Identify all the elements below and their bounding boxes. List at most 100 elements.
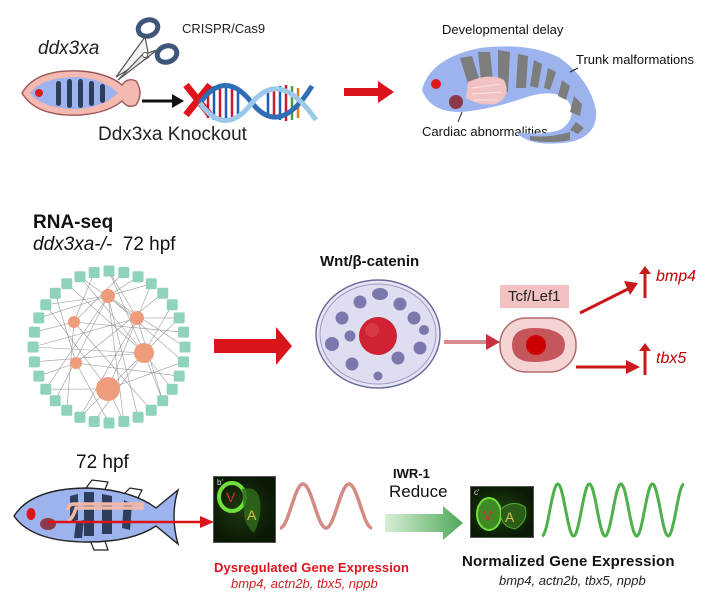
gene-node bbox=[27, 341, 39, 353]
gene-node bbox=[74, 271, 86, 283]
up-arrow-icon bbox=[639, 343, 651, 375]
gene-node bbox=[103, 417, 115, 429]
normalized-genes: bmp4, actn2b, tbx5, nppb bbox=[499, 573, 646, 588]
gene-node bbox=[157, 395, 169, 407]
heart-image-dysregulated: b' V A bbox=[213, 476, 276, 543]
network-edge bbox=[34, 352, 145, 363]
network-edge bbox=[66, 283, 145, 354]
gene-node bbox=[88, 416, 100, 428]
network-edge bbox=[75, 293, 163, 364]
tcf-lef1-label: Tcf/Lef1 bbox=[500, 285, 569, 308]
network-edge bbox=[73, 321, 184, 333]
wave-line bbox=[279, 482, 373, 530]
gene-node bbox=[88, 266, 100, 278]
adult-fish-icon bbox=[13, 479, 180, 551]
timepoint-label: 72 hpf bbox=[76, 452, 129, 473]
timepoint: 72 hpf bbox=[122, 234, 176, 255]
pathway-node bbox=[68, 316, 80, 328]
rnaseq-subtitle: ddx3xa-/- 72 hpf bbox=[33, 234, 176, 256]
heart-fluorescence-icon bbox=[217, 481, 261, 533]
network-edge bbox=[45, 295, 109, 390]
red-arrow-icon bbox=[576, 360, 640, 374]
network-edge bbox=[107, 283, 152, 390]
wnt-pathway-title: Wnt/β-catenin bbox=[320, 253, 420, 270]
network-edge bbox=[54, 295, 109, 401]
gene-node bbox=[49, 395, 61, 407]
target-gene-bmp4: bmp4 bbox=[656, 268, 697, 285]
green-gradient-arrow-icon bbox=[385, 506, 463, 540]
gene-node bbox=[49, 287, 61, 299]
gene-node bbox=[178, 356, 190, 368]
ventricle-label: V bbox=[226, 489, 236, 505]
wave-line bbox=[541, 482, 685, 538]
red-arrow-icon bbox=[48, 516, 214, 528]
gene-node bbox=[132, 271, 144, 283]
dysregulated-title: Dysregulated Gene Expression bbox=[214, 560, 409, 575]
knockout-label: Ddx3xa Knockout bbox=[98, 124, 247, 145]
gene-node bbox=[61, 404, 73, 416]
red-arrow-icon bbox=[214, 327, 292, 365]
panel-tag: c' bbox=[474, 488, 480, 497]
gene-node bbox=[145, 404, 157, 416]
cardiac-abnormalities-label: Cardiac abnormalities bbox=[422, 124, 548, 139]
network-edge bbox=[54, 293, 77, 364]
nucleus-icon bbox=[499, 317, 577, 373]
crispr-label: CRISPR/Cas9 bbox=[182, 21, 266, 36]
red-arrow-icon bbox=[579, 281, 638, 315]
gene-node bbox=[166, 299, 178, 311]
drug-label: IWR-1 bbox=[393, 466, 430, 481]
panel-tag: b' bbox=[217, 478, 223, 487]
network-edge bbox=[45, 304, 109, 390]
atrium-label: A bbox=[505, 509, 515, 525]
normalized-title: Normalized Gene Expression bbox=[462, 553, 675, 570]
gene-node bbox=[61, 278, 73, 290]
network-edge bbox=[38, 295, 109, 319]
cell-icon bbox=[315, 279, 441, 389]
scissors-icon bbox=[115, 17, 180, 81]
drug-action-label: Reduce bbox=[389, 482, 448, 501]
gene-node bbox=[178, 326, 190, 338]
gene-node bbox=[40, 383, 52, 395]
pathway-node bbox=[70, 357, 82, 369]
normalized-expression-wave bbox=[541, 482, 685, 538]
developmental-delay-label: Developmental delay bbox=[442, 22, 564, 37]
network-edge bbox=[75, 362, 110, 424]
gene-node bbox=[103, 265, 115, 277]
up-arrow-icon bbox=[639, 266, 651, 298]
gene-node bbox=[173, 312, 185, 324]
gene-node bbox=[132, 411, 144, 423]
network-edge bbox=[34, 321, 75, 333]
gene-node bbox=[28, 326, 40, 338]
gene-label: ddx3xa bbox=[38, 38, 100, 59]
gene-node bbox=[173, 370, 185, 382]
network-edge bbox=[73, 321, 152, 411]
gene-network-diagram bbox=[27, 265, 191, 429]
gene-node bbox=[28, 356, 40, 368]
network-edge bbox=[107, 295, 184, 363]
pathway-node bbox=[134, 343, 154, 363]
gene-node bbox=[74, 411, 86, 423]
gene-node bbox=[157, 287, 169, 299]
gene-node bbox=[166, 383, 178, 395]
fish-icon bbox=[21, 70, 141, 116]
gene-node bbox=[33, 312, 45, 324]
network-edge bbox=[79, 276, 145, 354]
network-edge bbox=[66, 321, 75, 411]
rnaseq-title: RNA-seq bbox=[33, 212, 114, 233]
gene-node bbox=[33, 370, 45, 382]
pathway-node bbox=[130, 311, 144, 325]
pink-arrow-icon bbox=[444, 334, 500, 350]
dysregulated-genes: bmp4, actn2b, tbx5, nppb bbox=[231, 576, 378, 591]
trunk-malformations-label: Trunk malformations bbox=[576, 52, 694, 67]
network-edge bbox=[79, 317, 138, 418]
network-edges bbox=[32, 270, 186, 424]
gene-node bbox=[118, 416, 130, 428]
red-arrow-icon bbox=[344, 81, 394, 103]
dysregulated-expression-wave bbox=[279, 482, 373, 530]
network-edge bbox=[73, 272, 95, 323]
black-arrow-icon bbox=[142, 94, 184, 108]
target-gene-tbx5: tbx5 bbox=[656, 350, 687, 367]
mutant-genotype: ddx3xa-/- bbox=[33, 234, 113, 255]
heart-fluorescence-icon bbox=[476, 497, 527, 531]
ventricle-label: V bbox=[483, 507, 493, 523]
